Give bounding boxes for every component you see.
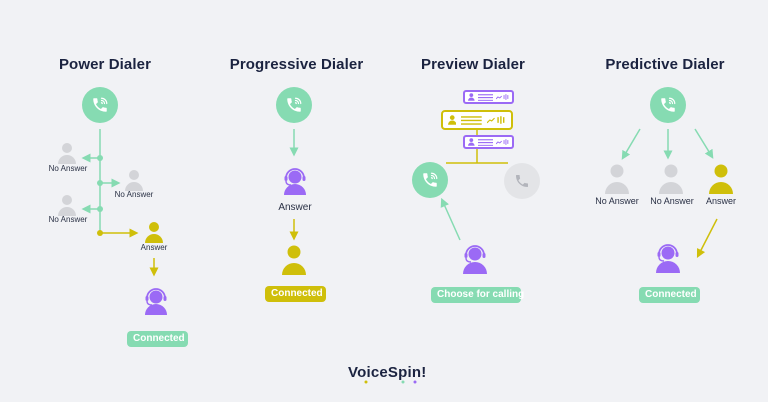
answer-label: Answer (705, 196, 736, 206)
agent-headset-icon (463, 245, 487, 274)
progressive-dialer-title: Progressive Dialer (229, 56, 364, 73)
agent-headset-icon (145, 288, 167, 315)
person-icon (659, 164, 683, 194)
person-icon (145, 222, 163, 243)
choose-for-calling-badge: Choose for calling (431, 287, 524, 303)
no-answer-label: No Answer (650, 196, 694, 206)
connected-badge: Connected (265, 286, 326, 302)
power-dialer-title: Power Dialer (58, 56, 152, 73)
predictive-dialer-title: Predictive Dialer (605, 56, 725, 73)
no-answer-label: No Answer (48, 215, 88, 224)
contact-card-icon (441, 110, 513, 130)
connected-badge: Connected (127, 331, 188, 347)
agent-headset-icon (284, 168, 306, 195)
person-icon (58, 143, 76, 164)
power-dialer-connectors (81, 129, 159, 277)
person-icon (125, 170, 143, 191)
contact-card-icon (463, 90, 514, 104)
preview-dialer-title: Preview Dialer (421, 56, 525, 73)
preview-dialer-connectors (440, 130, 508, 241)
voicespin-logo: VoiceSpin! (348, 364, 427, 381)
answer-label: Answer (140, 243, 168, 252)
person-icon (282, 245, 306, 275)
logo-dots (364, 380, 417, 384)
person-icon (58, 195, 76, 216)
phone-ringing-icon (276, 87, 312, 123)
answer-label: Answer (278, 202, 312, 213)
person-icon (709, 164, 733, 194)
no-answer-label: No Answer (114, 190, 154, 199)
phone-icon[interactable] (504, 163, 540, 199)
predictive-dialer-connectors (621, 128, 718, 259)
contact-card-icon (463, 135, 514, 149)
phone-ringing-icon (82, 87, 118, 123)
person-icon (605, 164, 629, 194)
phone-ringing-icon[interactable] (412, 162, 448, 198)
phone-ringing-icon (650, 87, 686, 123)
agent-headset-icon (656, 244, 680, 273)
no-answer-label: No Answer (48, 164, 88, 173)
connected-badge: Connected (639, 287, 700, 303)
no-answer-label: No Answer (595, 196, 639, 206)
